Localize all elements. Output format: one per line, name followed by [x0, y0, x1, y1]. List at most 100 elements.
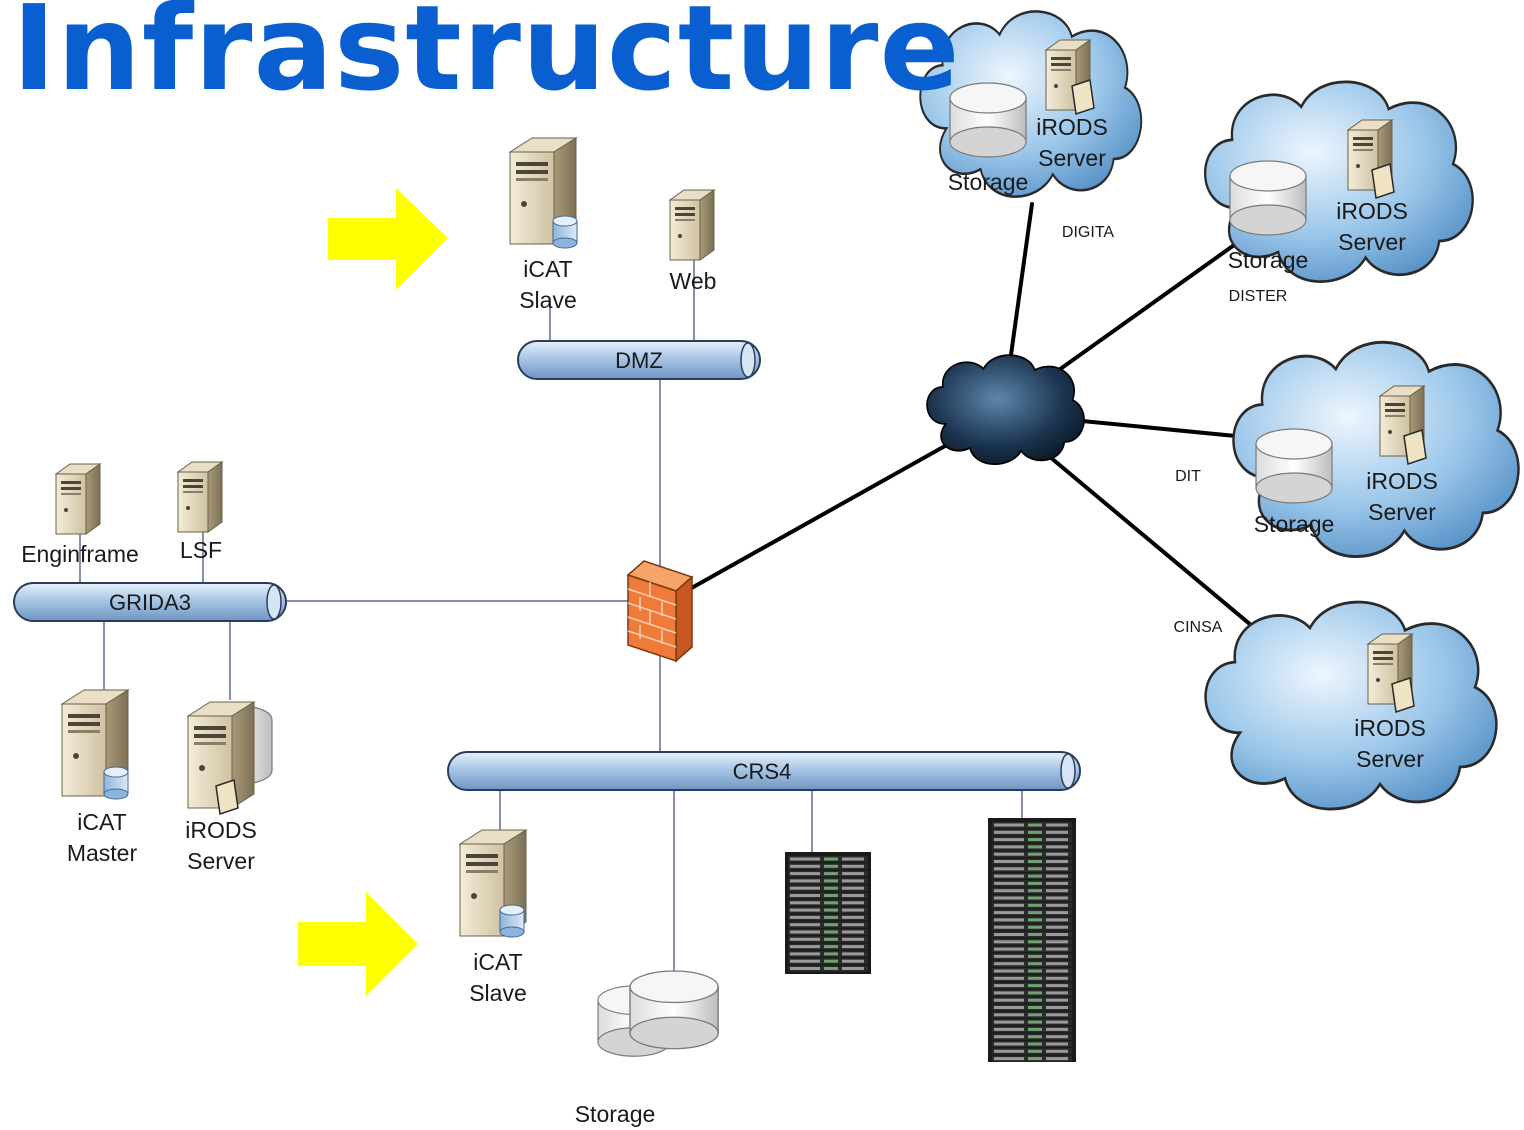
- link-label: DIGITA: [1062, 224, 1114, 241]
- node-label: Slave: [519, 287, 577, 313]
- database-server-icon: [459, 829, 527, 938]
- rack-unit: [992, 822, 1072, 828]
- node-label: LSF: [180, 537, 222, 563]
- node-label: Server: [1368, 499, 1436, 525]
- server-icon: [1045, 39, 1095, 115]
- bus-dmz: DMZ: [517, 340, 761, 380]
- rack-unit: [992, 1033, 1072, 1040]
- storage-crs4: Storage: [575, 970, 719, 1127]
- rack-unit: [992, 843, 1072, 850]
- storage-icon: [597, 970, 719, 1057]
- rack-unit: [788, 863, 868, 870]
- firewall-icon: [626, 560, 694, 663]
- rack-unit: [992, 960, 1072, 967]
- node-label: iRODS: [1336, 198, 1408, 224]
- node-label: Storage: [575, 1101, 656, 1127]
- internet-cloud-icon: [926, 354, 1085, 466]
- server-icon: [177, 461, 223, 533]
- page-title: Infrastructure: [12, 0, 961, 117]
- node-label: iRODS: [1036, 114, 1108, 140]
- server-icon: [55, 463, 101, 535]
- rack-unit: [788, 907, 868, 914]
- rack-unit: [788, 892, 868, 899]
- node-label: Server: [1356, 746, 1424, 772]
- rack-unit: [992, 946, 1072, 953]
- rack-unit: [992, 829, 1072, 836]
- rack-unit: [992, 895, 1072, 901]
- rack-unit: [992, 1011, 1072, 1018]
- rack-unit: [992, 851, 1072, 858]
- rack-unit: [788, 899, 868, 906]
- web-server: Web: [669, 189, 717, 294]
- rack-icon: [785, 852, 871, 974]
- rack-unit: [788, 856, 868, 862]
- link-label: DIT: [1175, 468, 1201, 485]
- rack-unit: [992, 989, 1072, 996]
- cloud-icon: [1204, 600, 1498, 811]
- icat-master: iCAT Master: [61, 689, 138, 866]
- enginframe-server: Enginframe: [21, 463, 139, 567]
- rack-unit: [788, 870, 868, 877]
- rack-unit: [788, 914, 868, 921]
- database-server-icon: [509, 137, 578, 249]
- icat-slave-crs4: iCAT Slave: [459, 829, 527, 1006]
- database-server-icon: [61, 689, 129, 800]
- storage-server-icon: [187, 701, 273, 815]
- node-label: iRODS: [1366, 468, 1438, 494]
- rack-unit: [992, 1004, 1072, 1011]
- rack-unit: [992, 902, 1072, 909]
- server-icon: [669, 189, 715, 261]
- rack-unit: [992, 982, 1072, 989]
- node-label: Server: [1038, 145, 1106, 171]
- bus-grida3: GRIDA3: [13, 582, 287, 622]
- arrow-icon: [328, 188, 448, 290]
- node-label: Server: [1338, 229, 1406, 255]
- rack-unit: [992, 968, 1072, 974]
- remote-site-dit: iRODS Server Storage DIT: [1175, 340, 1520, 559]
- node-label: Storage: [948, 169, 1029, 195]
- rack-unit: [788, 950, 868, 957]
- node-label: Server: [187, 848, 255, 874]
- node-label: Enginframe: [21, 541, 139, 567]
- server-icon: [1367, 633, 1415, 713]
- rack-unit: [788, 965, 868, 972]
- link-label: CINSA: [1174, 619, 1223, 636]
- rack-unit: [788, 936, 868, 943]
- storage-icon: [949, 82, 1027, 158]
- rack-icon: [988, 818, 1076, 1062]
- irods-server-grida3: iRODS Server: [185, 701, 273, 874]
- rack-unit: [992, 836, 1072, 843]
- bus-label: GRIDA3: [109, 590, 191, 615]
- rack-unit: [992, 1019, 1072, 1026]
- rack-unit: [992, 1041, 1072, 1047]
- storage-icon: [1229, 160, 1307, 236]
- rack-unit: [992, 916, 1072, 923]
- bus-label: DMZ: [615, 348, 663, 373]
- icat-slave-dmz: iCAT Slave: [509, 137, 578, 313]
- rack-unit: [992, 873, 1072, 880]
- rack-unit: [992, 1026, 1072, 1033]
- arrow-icon: [298, 892, 418, 996]
- storage-icon: [1255, 428, 1333, 504]
- node-label: Master: [67, 840, 138, 866]
- node-label: Slave: [469, 980, 527, 1006]
- node-label: iCAT: [77, 809, 126, 835]
- rack-unit: [788, 921, 868, 928]
- remote-site-dister: iRODS Server Storage DISTER: [1203, 80, 1475, 305]
- remote-site-digita: iRODS Server Storage DIGITA: [918, 10, 1143, 241]
- bus-crs4: CRS4: [447, 751, 1081, 791]
- rack-unit: [788, 885, 868, 892]
- rack-unit: [788, 929, 868, 935]
- rack-unit: [992, 880, 1072, 887]
- server-icon: [1347, 119, 1395, 199]
- links: [79, 202, 1290, 975]
- node-label: iCAT: [473, 949, 522, 975]
- rack-unit: [992, 997, 1072, 1004]
- node-label: Web: [670, 268, 717, 294]
- rack-unit: [788, 958, 868, 965]
- rack-unit: [992, 1048, 1072, 1055]
- bus-label: CRS4: [733, 759, 792, 784]
- rack-unit: [992, 975, 1072, 982]
- remote-site-cinsa: iRODS Server CINSA: [1174, 600, 1498, 811]
